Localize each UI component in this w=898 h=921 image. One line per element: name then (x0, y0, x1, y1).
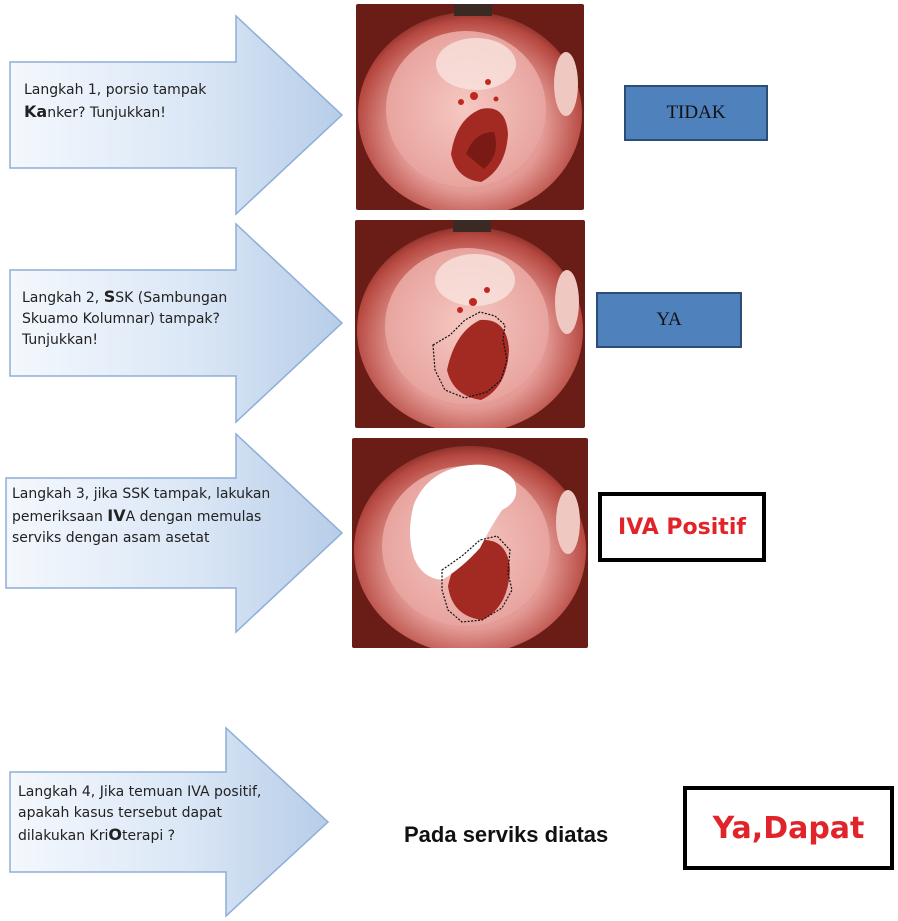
answer-step-3-box: IVA Positif (598, 492, 766, 562)
step-1-arrow: Langkah 1, porsio tampak Kanker? Tunjukk… (8, 14, 344, 216)
step-2-text-pre: Langkah 2, (22, 290, 104, 306)
step-3-arrow: Langkah 3, jika SSK tampak, lakukan peme… (4, 432, 344, 634)
step-2-arrow: Langkah 2, SSK (Sambungan Skuamo Kolumna… (8, 222, 344, 424)
cervix-photo-1 (356, 4, 584, 210)
step-1-text-pre: Langkah 1, porsio tampak (24, 82, 206, 98)
step-4-arrow: Langkah 4, Jika temuan IVA positif, apak… (8, 726, 330, 918)
answer-step-4-box: Ya,Dapat (683, 786, 894, 870)
step-3-text-bold: IV (107, 506, 125, 525)
answer-step-2-label: YA (656, 309, 681, 331)
answer-step-1-label: TIDAK (666, 102, 725, 124)
answer-step-4-label: Ya,Dapat (713, 811, 865, 846)
step-4-text: Langkah 4, Jika temuan IVA positif, apak… (18, 782, 268, 847)
answer-step-2-box: YA (596, 292, 742, 348)
answer-step-3-label: IVA Positif (618, 515, 746, 540)
cervix-photo-2 (355, 220, 585, 428)
step-1-text-bold: Ka (24, 102, 47, 121)
cervix-photo-3 (352, 438, 588, 648)
step-4-text-bold: O (108, 825, 122, 844)
answer-step-4-prefix: Pada serviks diatas (404, 822, 608, 848)
step-1-text: Langkah 1, porsio tampak Kanker? Tunjukk… (24, 80, 264, 124)
answer-step-4-prefix-text: Pada serviks diatas (404, 822, 608, 847)
step-4-text-post: terapi ? (122, 828, 175, 844)
step-1-text-post: nker? Tunjukkan! (47, 105, 166, 121)
step-2-text-bold: S (104, 287, 116, 306)
answer-step-1-box: TIDAK (624, 85, 768, 141)
step-3-text: Langkah 3, jika SSK tampak, lakukan peme… (12, 484, 292, 549)
step-2-text: Langkah 2, SSK (Sambungan Skuamo Kolumna… (22, 286, 262, 351)
